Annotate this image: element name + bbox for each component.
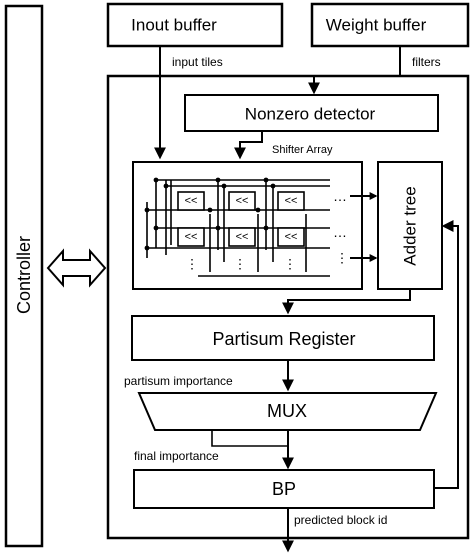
controller-block: Controller xyxy=(4,4,44,548)
inout-buffer-label: Inout buffer xyxy=(131,16,217,35)
shifter-cell-symbol: << xyxy=(236,231,249,243)
inout-buffer-block: Inout buffer xyxy=(106,2,284,48)
shifter-cell: << xyxy=(177,191,205,211)
mux-loop-line xyxy=(211,430,288,447)
partisum-importance-label: partisum importance xyxy=(124,374,233,388)
shifter-cell: << xyxy=(277,191,305,211)
detector-to-shifter-arrow xyxy=(234,131,263,160)
shifter-array-junctions xyxy=(144,177,276,251)
bidirectional-arrow-icon xyxy=(46,248,107,288)
shifter-array-block: << << << << << << … … ⋮ ⋮ ⋮ ⋮ xyxy=(132,161,363,290)
vertical-ellipsis: ⋮ xyxy=(336,251,349,266)
weight-buffer-block: Weight buffer xyxy=(310,2,470,48)
shifter-cell-symbol: << xyxy=(185,195,198,207)
shifter-cell-symbol: << xyxy=(185,231,198,243)
horizontal-ellipsis: … xyxy=(333,224,347,240)
partisum-register-block: Partisum Register xyxy=(131,315,435,361)
mux-label: MUX xyxy=(267,401,307,421)
shifter-cell-symbol: << xyxy=(285,231,298,243)
adder-tree-block: Adder tree xyxy=(377,161,443,290)
mux-block: MUX xyxy=(137,392,438,431)
horizontal-ellipsis: … xyxy=(333,188,347,204)
partisum-register-label: Partisum Register xyxy=(212,329,355,349)
shifter-cell: << xyxy=(228,191,256,211)
predicted-block-id-label: predicted block id xyxy=(294,513,387,527)
shifter-cell-symbol: << xyxy=(236,195,249,207)
vertical-ellipsis: ⋮ xyxy=(234,257,247,272)
adder-to-partisum-arrow xyxy=(282,289,411,315)
final-importance-label: final importance xyxy=(134,449,219,463)
bp-label: BP xyxy=(272,479,296,499)
nonzero-detector-block: Nonzero detector xyxy=(184,94,439,132)
adder-tree-label: Adder tree xyxy=(401,186,420,265)
shifter-cell-symbol: << xyxy=(285,195,298,207)
weight-buffer-label: Weight buffer xyxy=(326,16,427,35)
feedback-arrow xyxy=(434,220,459,489)
shifter-cell: << xyxy=(277,227,305,247)
shifter-array-label: Shifter Array xyxy=(272,144,333,156)
vertical-ellipsis: ⋮ xyxy=(186,257,199,272)
filters-label: filters xyxy=(412,55,441,69)
vertical-ellipsis: ⋮ xyxy=(284,257,297,272)
filters-arrow xyxy=(308,46,401,95)
shifter-cell: << xyxy=(177,227,205,247)
input-tiles-label: input tiles xyxy=(172,55,223,69)
controller-label: Controller xyxy=(14,236,34,314)
shifter-cell: << xyxy=(228,227,256,247)
nonzero-detector-label: Nonzero detector xyxy=(245,105,376,124)
bp-block: BP xyxy=(133,469,435,509)
